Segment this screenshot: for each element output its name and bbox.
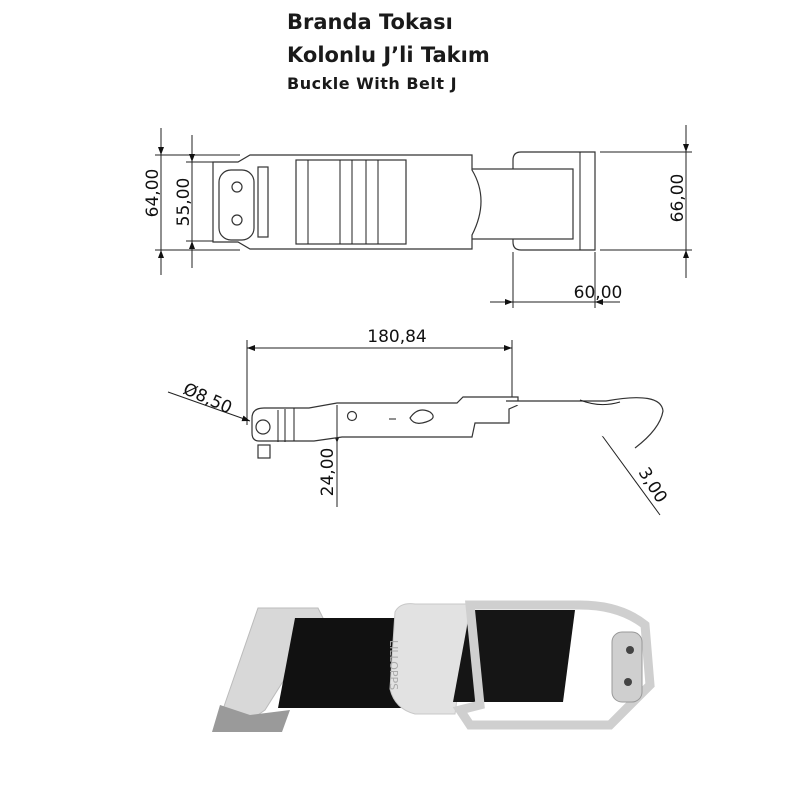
brand-logo: LILLOPPS — [387, 640, 400, 690]
dim-line-diameter — [167, 391, 251, 422]
dim-label-3: 3,00 — [634, 464, 671, 507]
dim-label-180: 180,84 — [367, 327, 426, 347]
dim-label-diameter: Ø8,50 — [180, 379, 235, 418]
title-turkish-line1: Branda Tokası — [287, 10, 453, 34]
dim-label-55: 55,00 — [174, 178, 194, 227]
dim-line-3 — [597, 429, 661, 516]
product-photo: LILLOPPS — [212, 600, 655, 732]
top-view: 64,00 55,00 66,00 60,00 — [143, 125, 692, 308]
dim-label-66: 66,00 — [668, 174, 688, 223]
side-view: 180,84 Ø8,50 24,00 3,00 — [167, 327, 671, 516]
title-turkish-line2: Kolonlu J’li Takım — [287, 43, 490, 67]
dim-label-64: 64,00 — [143, 169, 163, 218]
dim-label-24: 24,00 — [318, 448, 338, 497]
title-english: Buckle With Belt J — [287, 74, 458, 93]
dim-label-60: 60,00 — [574, 283, 623, 303]
